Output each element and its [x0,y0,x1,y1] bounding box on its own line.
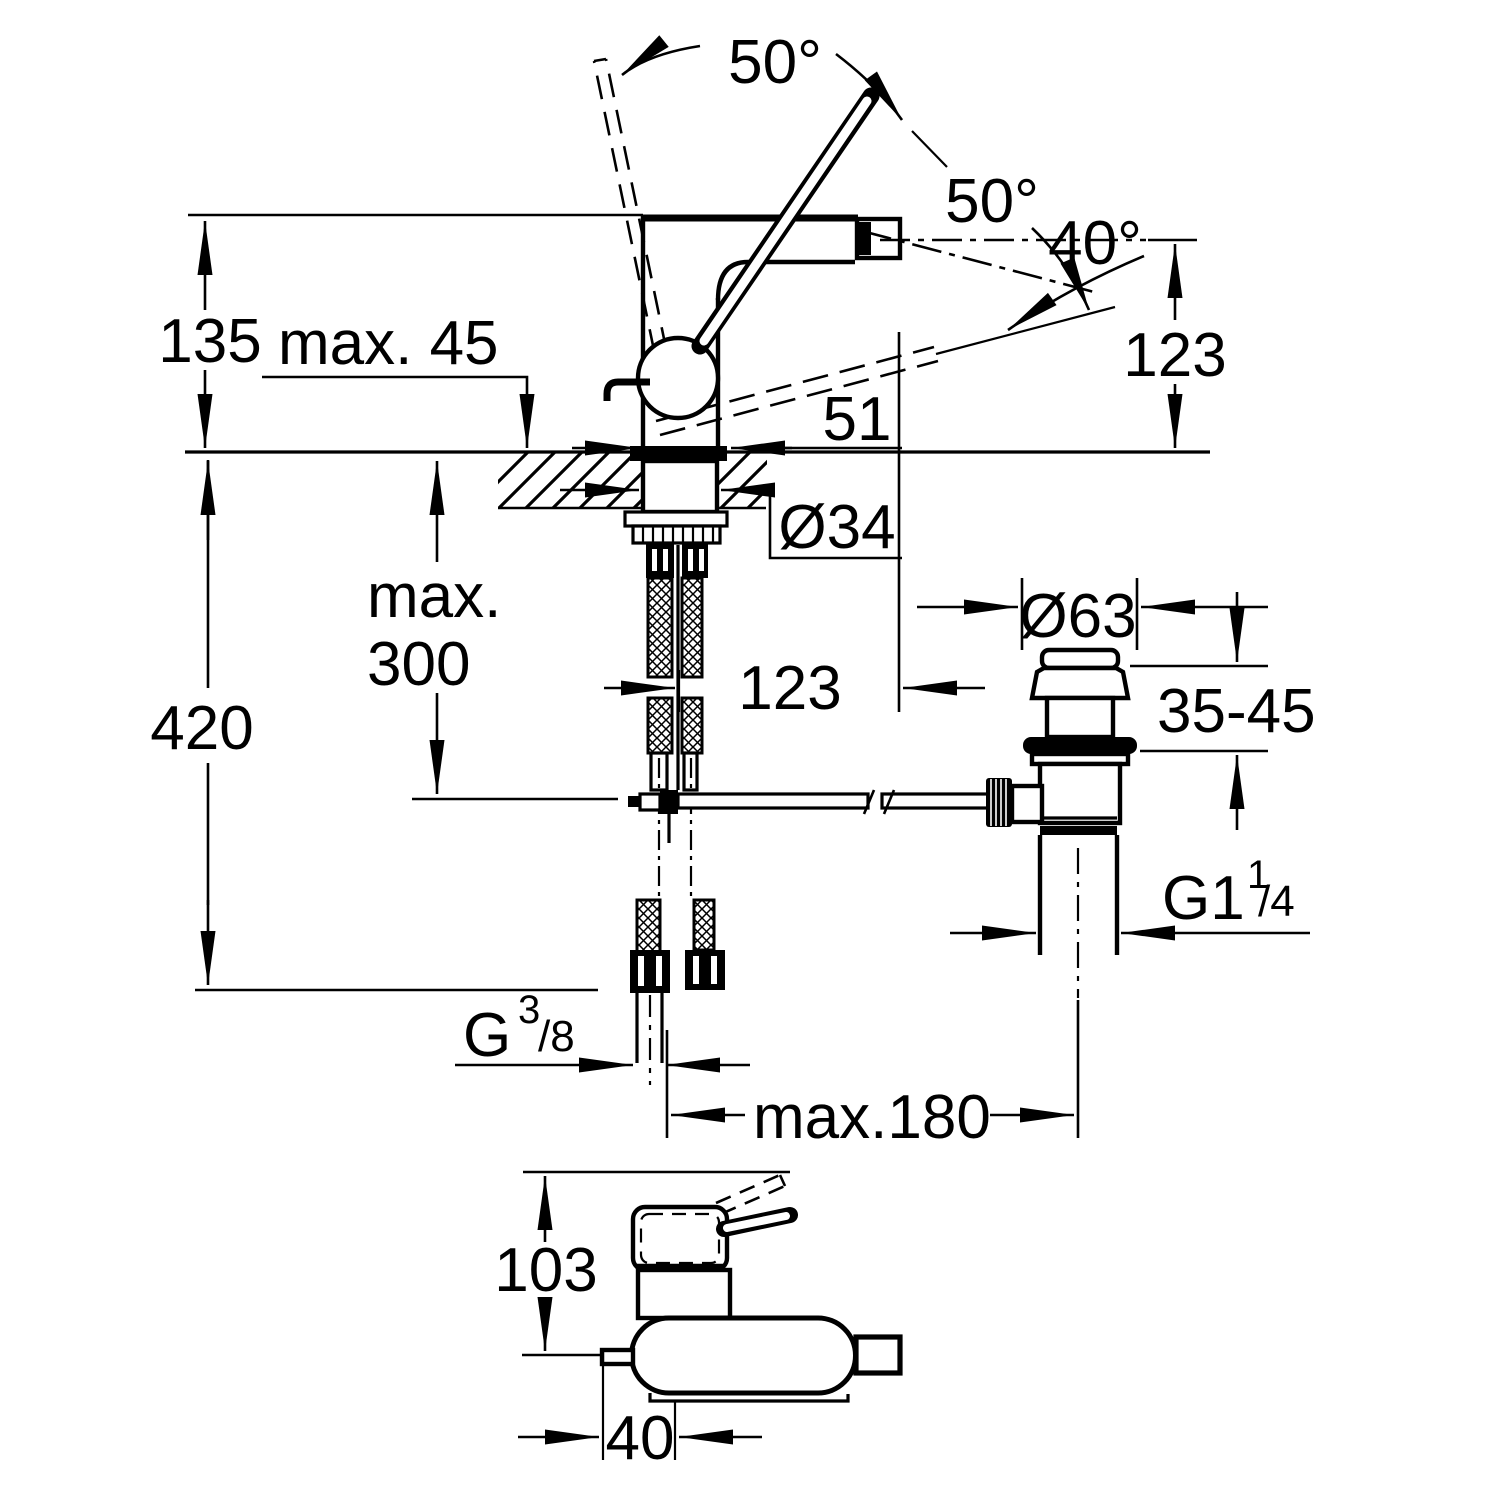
label-g38-base: G [463,1001,511,1070]
label-51: 51 [823,385,892,454]
hose-crimp-left [646,543,674,578]
label-103: 103 [494,1236,597,1305]
topview-base-lip [648,1393,850,1403]
nut-slit [711,956,717,984]
linkage-rod-left [676,792,870,810]
label-d63: Ø63 [1019,582,1136,651]
linkage-rod-right [880,792,990,810]
mounting-shank [640,458,720,515]
drain-dark-band [1040,826,1117,835]
label-d34: Ø34 [778,493,895,562]
dim-d34-leader [752,488,902,560]
label-123-horizontal: 123 [738,654,841,723]
label-135: 135 [158,307,261,376]
base-flange [630,446,727,461]
thread-pipe-g38 [635,993,664,1063]
label-g114-den: /4 [1258,877,1295,926]
arc-50-mid [835,52,904,121]
handle-lever-core [699,96,872,346]
label-35-45: 35-45 [1157,677,1316,746]
arc-40 [1007,254,1145,332]
arc-50-left [621,35,701,77]
topview-cartridge-dashed [639,1212,721,1265]
top-view: 103 40 [494,1170,903,1473]
knurl-lines [990,779,1007,826]
washer-plate [623,510,729,528]
label-123-right: 123 [1123,321,1226,390]
topview-handle-core [723,1212,790,1232]
label-40: 40 [606,1404,675,1473]
label-g114: G11/4 [1162,853,1295,933]
crimp-slit [699,549,704,571]
aerator-shadow [859,222,871,255]
label-g114-base: G1 [1162,864,1245,933]
label-angle-40: 40° [1048,209,1142,278]
label-max300-line1: max. [367,562,501,631]
dim-max45-leader [262,375,535,448]
lowered-axis-extension [935,305,1116,356]
label-max180: max.180 [753,1083,991,1152]
label-g38-num: 3 [518,988,540,1032]
topview-cartridge [630,1204,730,1273]
nut-slit [638,956,644,986]
angle-annotations: 50° 50° 40° [621,28,1146,332]
nut-ribs [641,526,715,543]
label-angle-50-top: 50° [728,28,822,97]
hose-nut-right [685,950,725,990]
crimp-slit [688,549,693,571]
hose-nut-left [630,950,670,993]
label-g38-den: /8 [538,1012,575,1061]
crimp-slit [652,549,657,571]
spray-axis-rotated [861,229,1099,295]
handle-ball-joint [635,335,721,421]
drain-assembly [986,647,1137,998]
drain-seal-ring [1023,737,1137,754]
topview-handle-dashed [715,1173,786,1216]
rod-tee [660,790,678,814]
drain-rod-connector [1009,783,1045,825]
rod-break-marks [862,789,896,815]
drain-body [1037,761,1123,826]
popup-rod-knob [603,378,650,401]
rod-coupler [638,792,662,812]
label-angle-50-right: 50° [945,167,1039,236]
arc-50-right-lead [911,130,948,168]
arc-50-right [1031,227,1091,311]
topview-handle-dashed-cap [778,1174,787,1187]
rod-end-cap [628,796,640,807]
topview-spout-body [629,1315,858,1396]
label-g114-num: 1 [1247,853,1269,897]
topview-popup-tab [599,1347,636,1367]
handle-dashed-left-cap [593,57,607,63]
nut-slit [656,956,662,986]
label-420: 420 [150,694,253,763]
mounting-nut [631,524,722,545]
topview-spout-outlet [853,1334,903,1376]
dimensions: 135 max. 45 123 51 Ø34 max. [150,221,1316,1152]
main-view: 50° 50° 40° 135 max. 45 123 51 [150,28,1315,1152]
label-max45: max. 45 [278,309,499,378]
handle-dashed-left [592,58,676,390]
hose-crimp-right [682,543,708,578]
counter-hatch-right [717,452,767,509]
drain-push-button [1039,647,1121,671]
nut-slit [693,956,699,984]
drain-bell-flange [1029,665,1131,701]
crimp-slit [663,549,668,571]
hose-centerlines [657,758,693,898]
label-max300-line2: 300 [367,630,470,699]
drain-knurled-knob [986,778,1012,827]
braided-hoses [635,576,716,954]
topview-neck [635,1267,733,1321]
drain-neck [1044,695,1116,740]
counter-hatch-left [498,452,643,509]
